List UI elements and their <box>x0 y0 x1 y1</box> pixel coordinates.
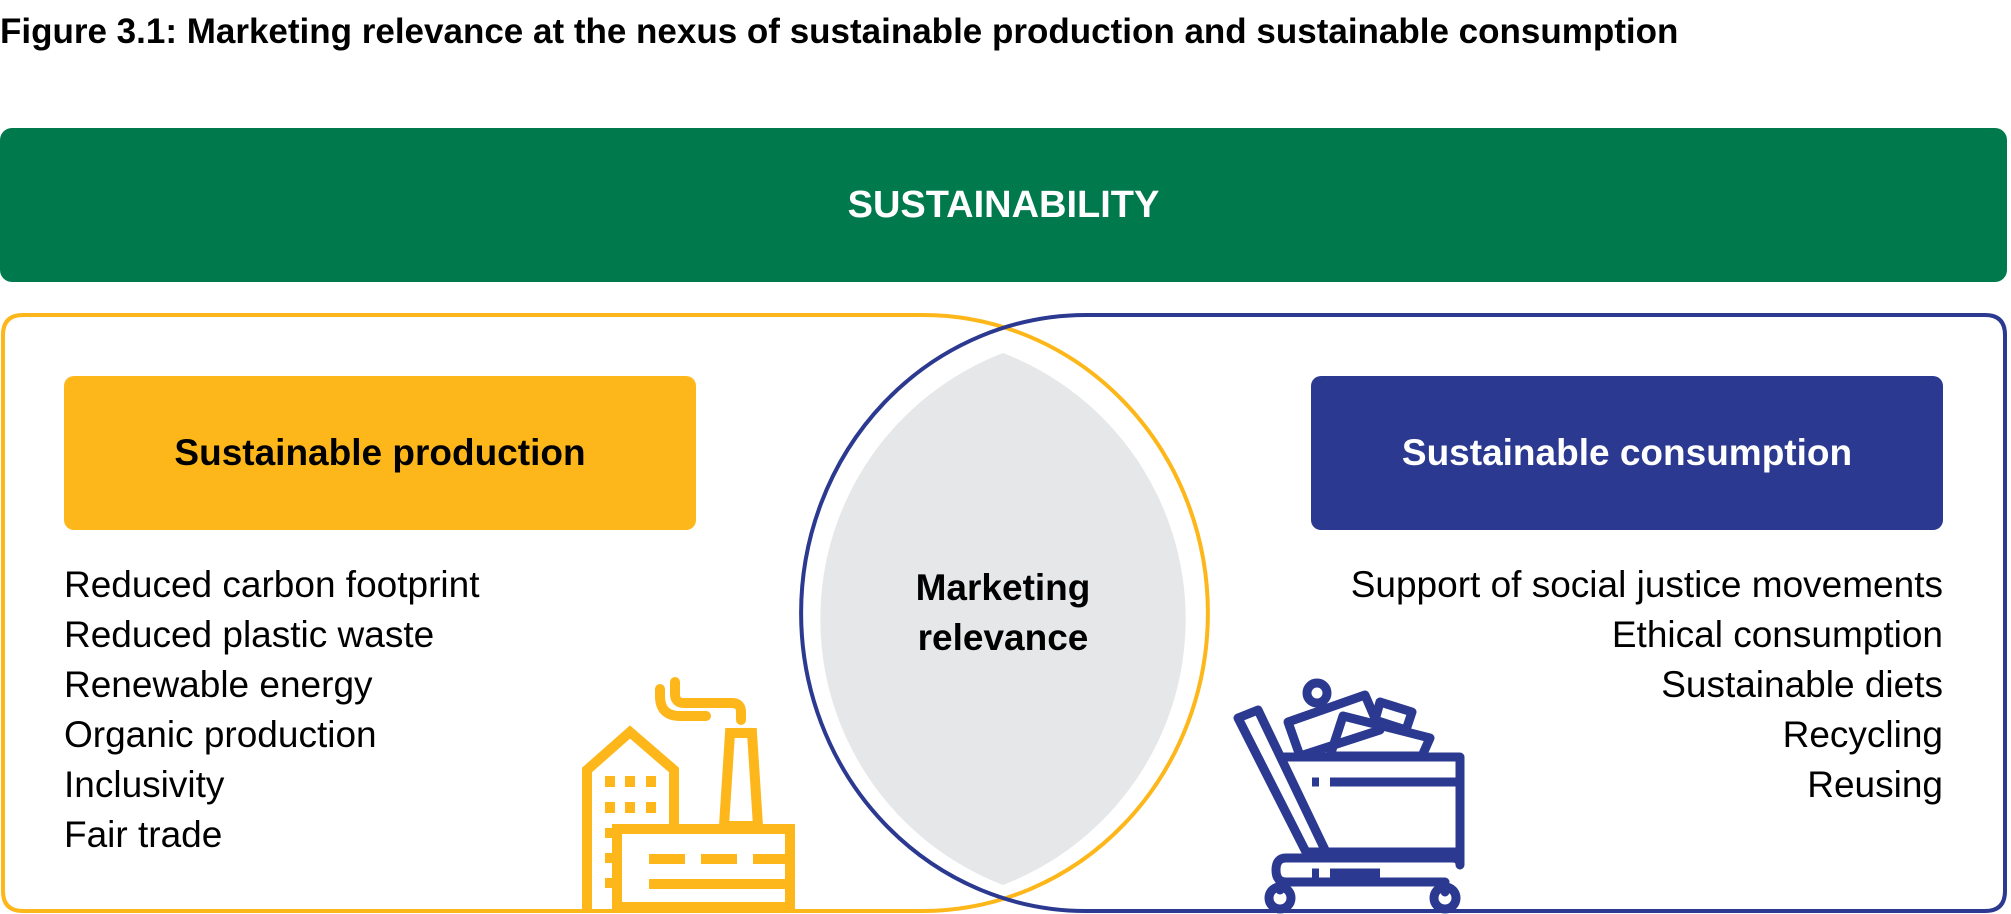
factory-icon <box>582 677 795 912</box>
production-region-outline <box>1 313 1210 913</box>
list-item: Fair trade <box>64 814 223 855</box>
list-item: Reusing <box>1807 764 1943 805</box>
sustainable-production-box: Sustainable production <box>64 376 696 530</box>
list-item: Renewable energy <box>64 664 373 705</box>
center-line-1: Marketing <box>915 567 1091 608</box>
production-heading: Sustainable production <box>174 432 586 473</box>
figure-title: Figure 3.1: Marketing relevance at the n… <box>0 12 1679 51</box>
consumption-heading: Sustainable consumption <box>1401 432 1853 473</box>
list-item: Sustainable diets <box>1661 664 1943 705</box>
list-item: Recycling <box>1782 714 1943 755</box>
list-item: Reduced carbon footprint <box>64 564 480 605</box>
list-item: Support of social justice movements <box>1350 564 1943 605</box>
list-item: Organic production <box>64 714 377 755</box>
intersection-lens <box>820 353 1186 885</box>
production-list: Reduced carbon footprint Reduced plastic… <box>64 560 480 860</box>
marketing-relevance-label: Marketing relevance <box>853 563 1153 663</box>
consumption-list: Support of social justice movements Ethi… <box>1351 560 1943 810</box>
list-item: Ethical consumption <box>1611 614 1943 655</box>
shopping-cart-icon <box>1233 678 1465 914</box>
sustainability-label: SUSTAINABILITY <box>847 183 1160 226</box>
consumption-region-outline <box>799 313 2007 913</box>
sustainability-banner: SUSTAINABILITY <box>0 128 2007 282</box>
sustainable-consumption-box: Sustainable consumption <box>1311 376 1943 530</box>
center-line-2: relevance <box>917 617 1089 658</box>
list-item: Reduced plastic waste <box>64 614 435 655</box>
list-item: Inclusivity <box>64 764 225 805</box>
